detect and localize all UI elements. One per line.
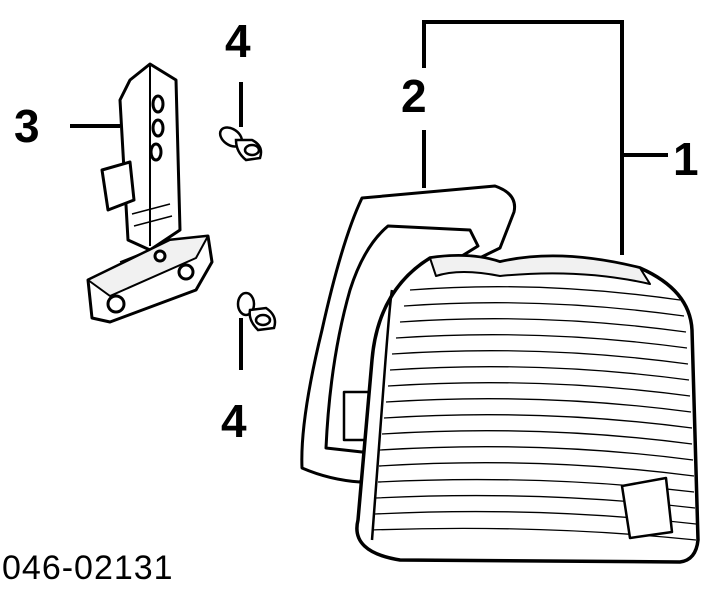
lamp-inner-edge <box>370 289 394 541</box>
holder-slot <box>149 142 163 162</box>
holder-slot <box>151 94 165 114</box>
lamp-top-band <box>429 254 651 285</box>
lens-rib <box>387 382 691 397</box>
lens-rib <box>409 286 681 301</box>
bulb-contact <box>254 313 272 327</box>
lens-rib <box>399 318 687 333</box>
lens-rib <box>383 414 693 429</box>
lamp-housing-part-1 <box>355 254 700 564</box>
callout-part-2: 2 <box>401 70 427 122</box>
bulb-contact <box>243 143 261 157</box>
lamp-lens-ribs <box>371 286 697 541</box>
bulb-base <box>234 138 263 162</box>
lens-rib <box>381 430 693 445</box>
bulb-part-4-top <box>218 126 263 162</box>
diagram-part-number: 046-02131 <box>2 549 174 587</box>
lens-rib <box>371 527 697 541</box>
callout-part-4-bottom: 4 <box>221 395 247 447</box>
lens-rib <box>403 302 685 317</box>
bulb-part-4-bottom <box>236 291 277 332</box>
holder-slot <box>151 118 165 138</box>
lens-rib <box>389 366 690 381</box>
lens-rib <box>379 446 694 461</box>
holder-terminal <box>153 249 167 263</box>
holder-ribs <box>119 203 173 263</box>
bulb-base <box>248 306 277 332</box>
lens-rib <box>395 334 688 349</box>
lens-rib <box>378 462 695 477</box>
holder-base-top <box>87 235 209 297</box>
leader-bracket-top <box>422 20 624 155</box>
holder-hole <box>177 263 195 281</box>
callout-part-1: 1 <box>673 133 699 185</box>
bulb-holder-part-3 <box>86 62 214 324</box>
lamp-reflector-window <box>620 476 674 540</box>
lens-rib <box>385 398 692 413</box>
holder-clip <box>100 160 136 212</box>
callout-part-3: 3 <box>14 100 40 152</box>
lens-rib <box>391 350 689 365</box>
leader-lines <box>70 20 668 370</box>
callout-part-4-top: 4 <box>225 15 251 67</box>
holder-hole <box>106 294 126 314</box>
